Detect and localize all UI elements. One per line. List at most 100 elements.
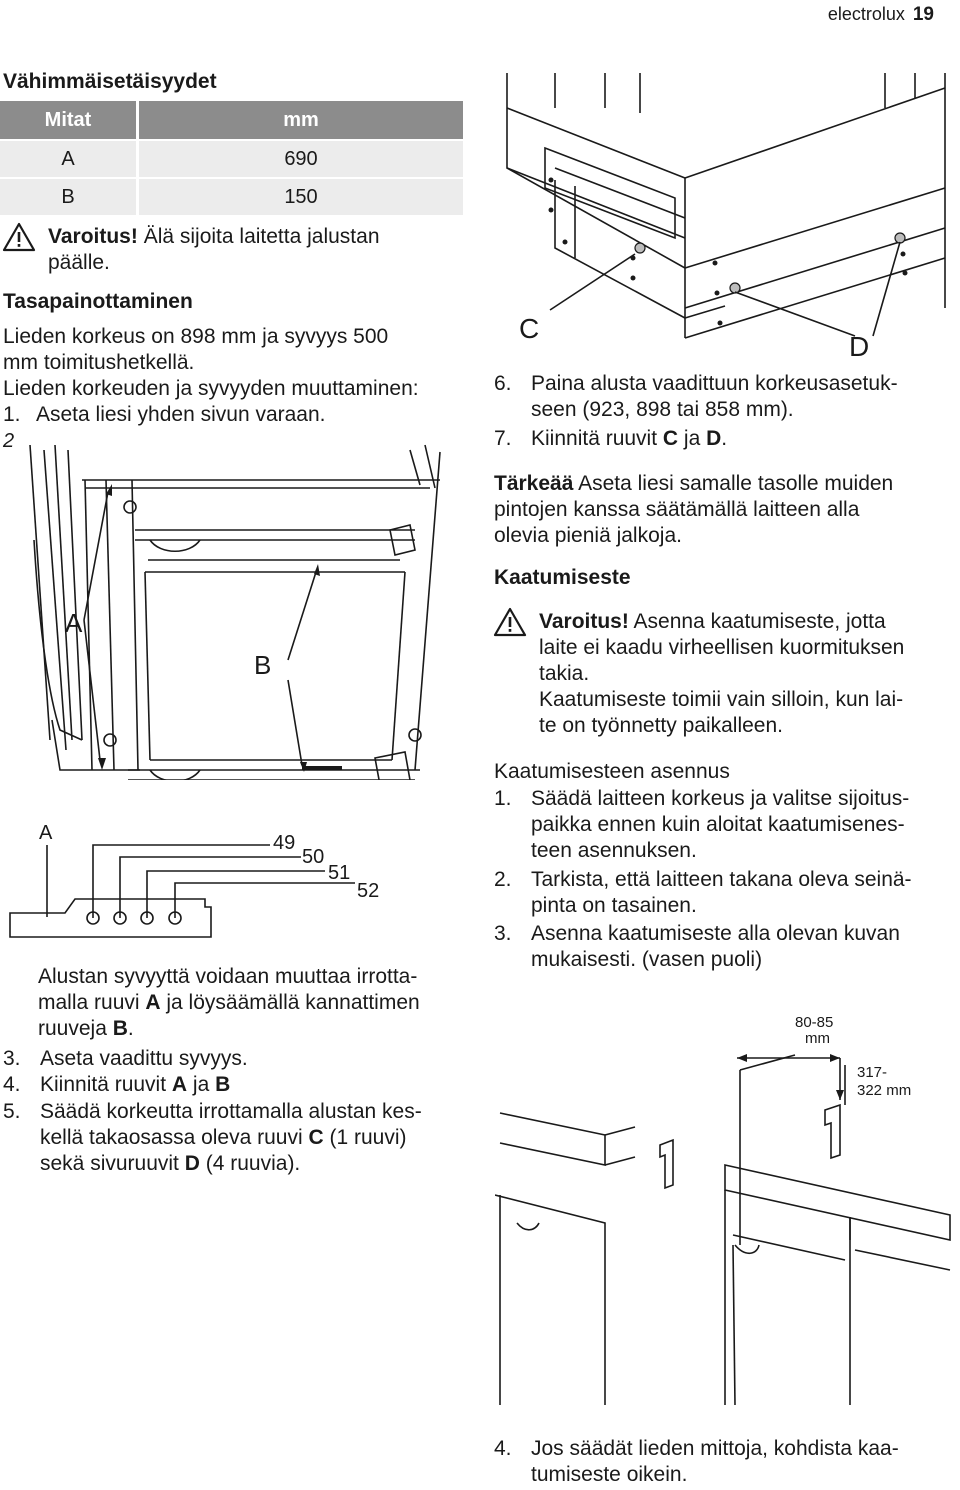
- leveling-paragraph: Lieden korkeus on 898 mm ja syvyys 500 m…: [3, 324, 419, 402]
- cooker-frame-illustration: A B: [29, 444, 441, 780]
- table-row: A 690: [0, 139, 463, 178]
- warning-label: Varoitus!: [539, 610, 629, 633]
- step-number: 4.: [494, 1437, 512, 1460]
- step-line: paikka ennen kuin aloitat kaatumisenes-: [531, 813, 905, 836]
- warning-text: Varoitus! Asenna kaatumiseste, jotta lai…: [539, 609, 904, 739]
- ref-b: B: [112, 1017, 128, 1040]
- label-c: C: [519, 313, 539, 344]
- ref-b: B: [215, 1073, 231, 1096]
- step-line: teen asennuksen.: [531, 839, 697, 862]
- step-text-part: Kiinnitä ruuvit: [531, 427, 663, 450]
- warning-label: Varoitus!: [48, 225, 138, 248]
- table-cell: A: [0, 139, 139, 178]
- step-line: pinta on tasainen.: [531, 894, 697, 917]
- paragraph-line: Lieden korkeus on 898 mm ja syvyys 500: [3, 325, 389, 348]
- step-text: Paina alusta vaadittuun korkeusasetuk-se…: [531, 371, 898, 423]
- warning-line: takia.: [539, 662, 590, 685]
- ref-d: D: [184, 1152, 200, 1175]
- warning-line: Älä sijoita laitetta jalustan: [137, 225, 380, 248]
- step-text-part: sekä sivuruuvit: [40, 1152, 185, 1175]
- step-number: 6.: [494, 372, 512, 395]
- step-number: 3.: [3, 1047, 21, 1070]
- step-number: 3.: [494, 922, 512, 945]
- list-item: 7. Kiinnitä ruuvit C ja D.: [494, 426, 954, 452]
- dim-label-line: mm: [805, 1030, 830, 1047]
- page-header: electrolux 19: [828, 4, 934, 26]
- list-item: 6. Paina alusta vaadittuun korkeusasetuk…: [494, 371, 954, 425]
- anti-tilt-installation-illustration: 80-85 mm 317- 322 mm: [495, 1014, 951, 1406]
- paragraph-line: Lieden korkeuden ja syvyyden muuttaminen…: [3, 377, 419, 400]
- step-text-part: ja: [678, 427, 707, 450]
- list-item: 1. Aseta liesi yhden sivun varaan.: [3, 402, 473, 428]
- cooker-base-illustration: C D: [506, 73, 946, 362]
- page-number: 19: [912, 4, 934, 25]
- step-text: Jos säädät lieden mittoja, kohdista kaa-…: [531, 1436, 899, 1488]
- dim-label-line: 317-: [857, 1064, 887, 1081]
- step-text: Tarkista, että laitteen takana oleva sei…: [531, 867, 912, 919]
- leveling-heading: Tasapainottaminen: [3, 290, 193, 313]
- dim-label-line: 322 mm: [857, 1082, 911, 1099]
- ref-d: D: [706, 427, 722, 450]
- step-text: Kiinnitä ruuvit A ja B: [40, 1072, 230, 1098]
- step-text-part: kellä takaosassa oleva ruuvi: [40, 1126, 309, 1149]
- step-number: 5.: [3, 1100, 21, 1123]
- step-text: Aseta liesi yhden sivun varaan.: [36, 403, 326, 426]
- list-item: 5. Säädä korkeutta irrottamalla alustan …: [3, 1099, 473, 1179]
- step-text-part: (4 ruuvia).: [199, 1152, 301, 1175]
- step-text-part: .: [721, 427, 728, 450]
- step-text: Kiinnitä ruuvit C ja D.: [531, 426, 727, 452]
- min-distances-heading: Vähimmäisetäisyydet: [3, 70, 217, 93]
- important-note: Tärkeää Aseta liesi samalle tasolle muid…: [494, 471, 893, 549]
- step-line: Säädä laitteen korkeus ja valitse sijoit…: [531, 787, 910, 810]
- ref-a: A: [171, 1073, 188, 1096]
- warning-line: Kaatumiseste toimii vain silloin, kun la…: [539, 688, 904, 711]
- hole-label-51: 51: [328, 862, 350, 884]
- note-line: Aseta liesi samalle tasolle muiden: [573, 472, 894, 495]
- step-line: Paina alusta vaadittuun korkeusasetuk-: [531, 372, 898, 395]
- depth-paragraph: Alustan syvyyttä voidaan muuttaa irrotta…: [38, 964, 420, 1042]
- step-text-part: Kiinnitä ruuvit: [40, 1073, 172, 1096]
- label-d: D: [849, 331, 869, 362]
- list-item: 4. Kiinnitä ruuvit A ja B: [3, 1072, 473, 1098]
- paragraph-line: Alustan syvyyttä voidaan muuttaa irrotta…: [38, 965, 418, 988]
- list-item: 2. Tarkista, että laitteen takana oleva …: [494, 867, 954, 921]
- warning-text: Varoitus! Älä sijoita laitetta jalustan …: [48, 224, 380, 276]
- hole-label-49: 49: [273, 832, 295, 854]
- table-cell: B: [0, 177, 139, 215]
- step-text: Asenna kaatumiseste alla olevan kuvan mu…: [531, 921, 900, 973]
- step-text-part: (1 ruuvi): [323, 1126, 407, 1149]
- step-text: Säädä korkeutta irrottamalla alustan kes…: [40, 1099, 422, 1177]
- label-b: B: [254, 650, 271, 680]
- note-line: pintojen kanssa säätämällä laitteen alla: [494, 498, 860, 521]
- warning-line: Asenna kaatumiseste, jotta: [628, 610, 886, 633]
- paragraph-text: malla ruuvi: [38, 991, 146, 1014]
- step-line: Tarkista, että laitteen takana oleva sei…: [531, 868, 912, 891]
- warning-line: laite ei kaadu virheellisen kuormituksen: [539, 636, 905, 659]
- warning-line: te on työnnetty paikalleen.: [539, 714, 784, 737]
- table-cell: 690: [137, 139, 463, 178]
- table-header-cell: Mitat: [0, 101, 139, 140]
- ref-c: C: [308, 1126, 324, 1149]
- list-item: 3. Aseta vaadittu syvyys.: [3, 1046, 473, 1072]
- important-label: Tärkeää: [494, 472, 574, 495]
- step-line: Asenna kaatumiseste alla olevan kuvan: [531, 922, 900, 945]
- step-line: Jos säädät lieden mittoja, kohdista kaa-: [531, 1437, 899, 1460]
- step-number: 7.: [494, 427, 512, 450]
- step-text: Aseta vaadittu syvyys.: [40, 1047, 248, 1070]
- list-item: 4. Jos säädät lieden mittoja, kohdista k…: [494, 1436, 954, 1490]
- note-line: olevia pieniä jalkoja.: [494, 524, 682, 547]
- step-number: 4.: [3, 1073, 21, 1096]
- paragraph-text: .: [127, 1017, 134, 1040]
- step-line: mukaisesti. (vasen puoli): [531, 948, 763, 971]
- step-text-part: ja: [187, 1073, 216, 1096]
- dimensions-table: Mitat mm A 690 B 150: [0, 101, 463, 215]
- hole-label-52: 52: [357, 880, 379, 902]
- step-line: seen (923, 898 tai 858 mm).: [531, 398, 794, 421]
- list-item: 1. Säädä laitteen korkeus ja valitse sij…: [494, 786, 954, 866]
- warning-icon: [2, 222, 36, 252]
- step-number: 1.: [494, 787, 512, 810]
- warning-line: päälle.: [48, 251, 110, 274]
- paragraph-text: ruuveja: [38, 1017, 113, 1040]
- brand-name: electrolux: [827, 4, 905, 24]
- step-text: Säädä laitteen korkeus ja valitse sijoit…: [531, 786, 909, 864]
